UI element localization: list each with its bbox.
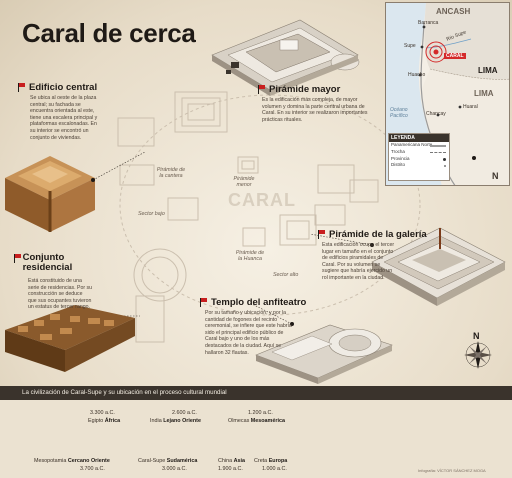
map-ocean: Océano Pacífico: [390, 107, 408, 119]
credit: Infografía: VÍCTOR SÁNCHEZ MOGA: [418, 468, 486, 473]
legend-title: LEYENDA: [389, 134, 449, 142]
section-title-conjunto-residencial: Conjunto residencial: [14, 253, 84, 273]
section-desc-templo-anfiteatro: Por su tamaño y ubicación, y por la cant…: [205, 310, 292, 356]
label-sector-alto: Sector alto: [273, 272, 299, 278]
timeline-bottom-event: Mesopotamia Cercano Oriente: [34, 458, 110, 464]
map-place-supe: Supe: [404, 43, 416, 49]
edificio-central-model: [5, 156, 95, 232]
timeline-bottom-event: Creta Europa: [254, 458, 288, 464]
map-place-huacho: Huacho: [408, 72, 426, 78]
timeline-top-event: Egipto África: [88, 418, 121, 424]
legend-item: Distrito: [389, 162, 449, 169]
flag-icon: [318, 230, 325, 239]
section-title-piramide-mayor: Pirámide mayor: [258, 84, 340, 95]
timeline-header: La civilización de Caral-Supe y su ubica…: [0, 386, 512, 400]
site-name-watermark: CARAL: [228, 190, 296, 210]
label-piramide-cantera: Pirámide de la cantera: [156, 167, 186, 179]
map-place-barranca: Barranca: [418, 20, 439, 26]
timeline-bottom-date: 3.700 a.C.: [80, 466, 105, 472]
section-title-text: Pirámide de la galería: [329, 229, 427, 240]
section-title-templo-anfiteatro: Templo del anfiteatro: [200, 297, 306, 308]
label-sector-bajo: Sector bajo: [138, 211, 165, 217]
map-place-chancay: Chancay: [426, 111, 446, 117]
legend-item: Provincia: [389, 156, 449, 163]
map-region-ancash: ANCASH: [436, 7, 471, 16]
section-desc-conjunto-residencial: Está constituido de una serie de residen…: [28, 278, 93, 311]
timeline-top-date: 3.300 a.C.: [90, 410, 115, 416]
timeline-bottom-date: 1.000 a.C.: [262, 466, 287, 472]
section-desc-piramide-galeria: Esta edificación ocupa el tercer lugar e…: [322, 242, 395, 281]
map-place-caral: CARAL: [444, 53, 466, 59]
conjunto-residencial-model: [5, 305, 135, 372]
legend-item: Panamericana Norte: [389, 142, 449, 149]
map-north-icon: N: [492, 171, 499, 181]
section-title-piramide-galeria: Pirámide de la galería: [318, 229, 427, 240]
section-title-text: Pirámide mayor: [269, 84, 341, 95]
map-place-huaral: Huaral: [463, 104, 478, 110]
timeline-top-date: 2.600 a.C.: [172, 410, 197, 416]
piramide-galeria-model: [371, 227, 506, 306]
piramide-mayor-model: [211, 19, 360, 96]
section-desc-edificio-central: Se ubica al oeste de la plaza central; s…: [30, 95, 98, 141]
map-region-lima: LIMA: [474, 89, 494, 98]
section-title-text: Conjunto residencial: [22, 252, 73, 273]
templo-anfiteatro-model: [255, 324, 393, 384]
timeline-top-date: 1.200 a.C.: [248, 410, 273, 416]
location-map: ANCASH LIMA Barranca Supe Río Supe CARAL…: [385, 2, 510, 186]
section-title-text: Templo del anfiteatro: [211, 297, 307, 308]
timeline-bottom-date: 1.900 a.C.: [218, 466, 243, 472]
timeline-bottom-date: 3.000 a.C.: [162, 466, 187, 472]
compass-rose: [464, 341, 492, 369]
flag-icon: [200, 298, 207, 307]
timeline-bottom-event: China Asia: [218, 458, 245, 464]
label-piramide-huanca: Pirámide de la Huanca: [235, 250, 265, 262]
section-desc-piramide-mayor: Es la edificación más compleja, de mayor…: [262, 97, 368, 123]
timeline-top-event: India Lejano Oriente: [150, 418, 201, 424]
label-piramide-menor: Pirámide menor: [233, 176, 255, 188]
flag-icon: [18, 83, 25, 92]
section-title-text: Edificio central: [29, 82, 98, 93]
timeline-top-event: Olmecas Mesoamérica: [228, 418, 285, 424]
flag-icon: [258, 85, 265, 94]
map-city-lima: LIMA: [478, 66, 498, 75]
map-legend: LEYENDA Panamericana Norte Trocha Provin…: [388, 133, 450, 181]
page-title: Caral de cerca: [22, 18, 196, 48]
legend-item: Trocha: [389, 149, 449, 156]
timeline-bottom-event: Caral-Supe Sudamérica: [138, 458, 198, 464]
section-title-edificio-central: Edificio central: [18, 82, 97, 93]
compass-north-label: N: [473, 331, 480, 341]
flag-icon: [14, 254, 21, 263]
